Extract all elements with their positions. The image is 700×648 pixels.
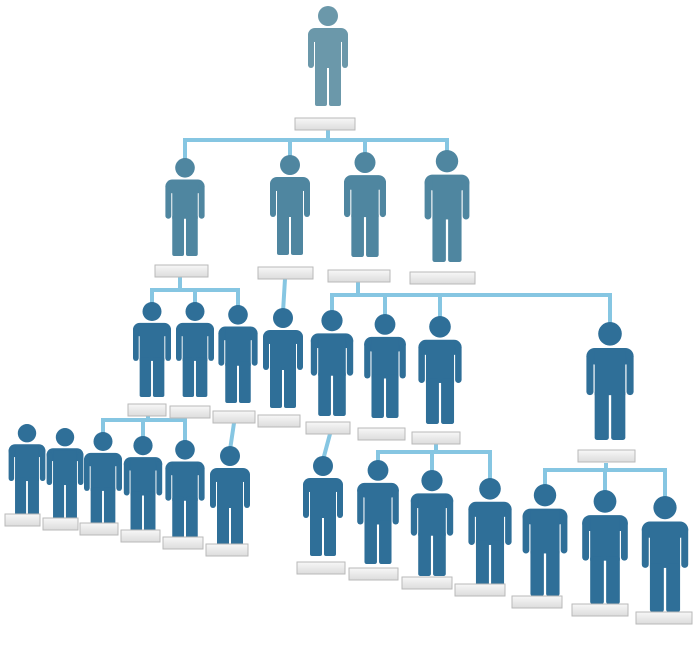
name-label-box <box>571 603 629 617</box>
people-figures <box>8 6 689 612</box>
person-icon <box>582 490 628 604</box>
name-label-box <box>127 403 167 417</box>
person-icon <box>8 424 46 516</box>
name-label-box <box>357 427 406 441</box>
person-icon <box>303 456 343 556</box>
name-label-box <box>79 522 119 536</box>
name-label-box <box>411 431 461 445</box>
person-icon <box>310 310 354 416</box>
name-label-box <box>257 414 301 428</box>
connector-line <box>227 420 237 453</box>
name-label-box <box>257 266 314 280</box>
person-icon <box>357 460 399 564</box>
name-label-box <box>296 561 346 575</box>
name-label-box <box>294 117 356 131</box>
name-label-box <box>4 513 41 527</box>
name-label-box <box>635 611 693 625</box>
person-icon <box>424 150 470 262</box>
name-label-box <box>409 271 476 285</box>
connector-line <box>320 431 333 463</box>
name-label-boxes <box>4 117 693 625</box>
name-label-box <box>511 595 563 609</box>
person-icon <box>364 314 406 418</box>
person-icon <box>308 6 348 106</box>
person-icon <box>468 478 512 586</box>
person-icon <box>176 302 214 397</box>
person-icon <box>165 158 205 256</box>
connector-lines <box>101 128 667 502</box>
person-icon <box>270 155 310 255</box>
name-label-box <box>42 517 79 531</box>
name-label-box <box>348 567 399 581</box>
person-icon <box>133 302 171 397</box>
name-label-box <box>577 449 636 463</box>
person-icon <box>418 316 462 424</box>
person-icon <box>123 436 163 532</box>
name-label-box <box>305 421 351 435</box>
name-label-box <box>162 536 204 550</box>
person-icon <box>586 322 634 440</box>
connector-line <box>280 276 288 315</box>
person-icon <box>218 305 258 403</box>
name-label-box <box>401 576 453 590</box>
name-label-box <box>169 405 211 419</box>
person-icon <box>344 152 386 257</box>
name-label-box <box>327 269 391 283</box>
name-label-box <box>120 529 161 543</box>
name-label-box <box>154 264 209 278</box>
name-label-box <box>454 583 506 597</box>
person-icon <box>410 470 454 576</box>
person-icon <box>165 440 205 538</box>
person-icon <box>210 446 250 546</box>
name-label-box <box>212 410 256 424</box>
person-icon <box>46 428 84 520</box>
person-icon <box>263 308 303 408</box>
person-icon <box>641 496 689 612</box>
person-icon <box>84 432 122 527</box>
person-icon <box>522 484 568 596</box>
name-label-box <box>205 543 249 557</box>
